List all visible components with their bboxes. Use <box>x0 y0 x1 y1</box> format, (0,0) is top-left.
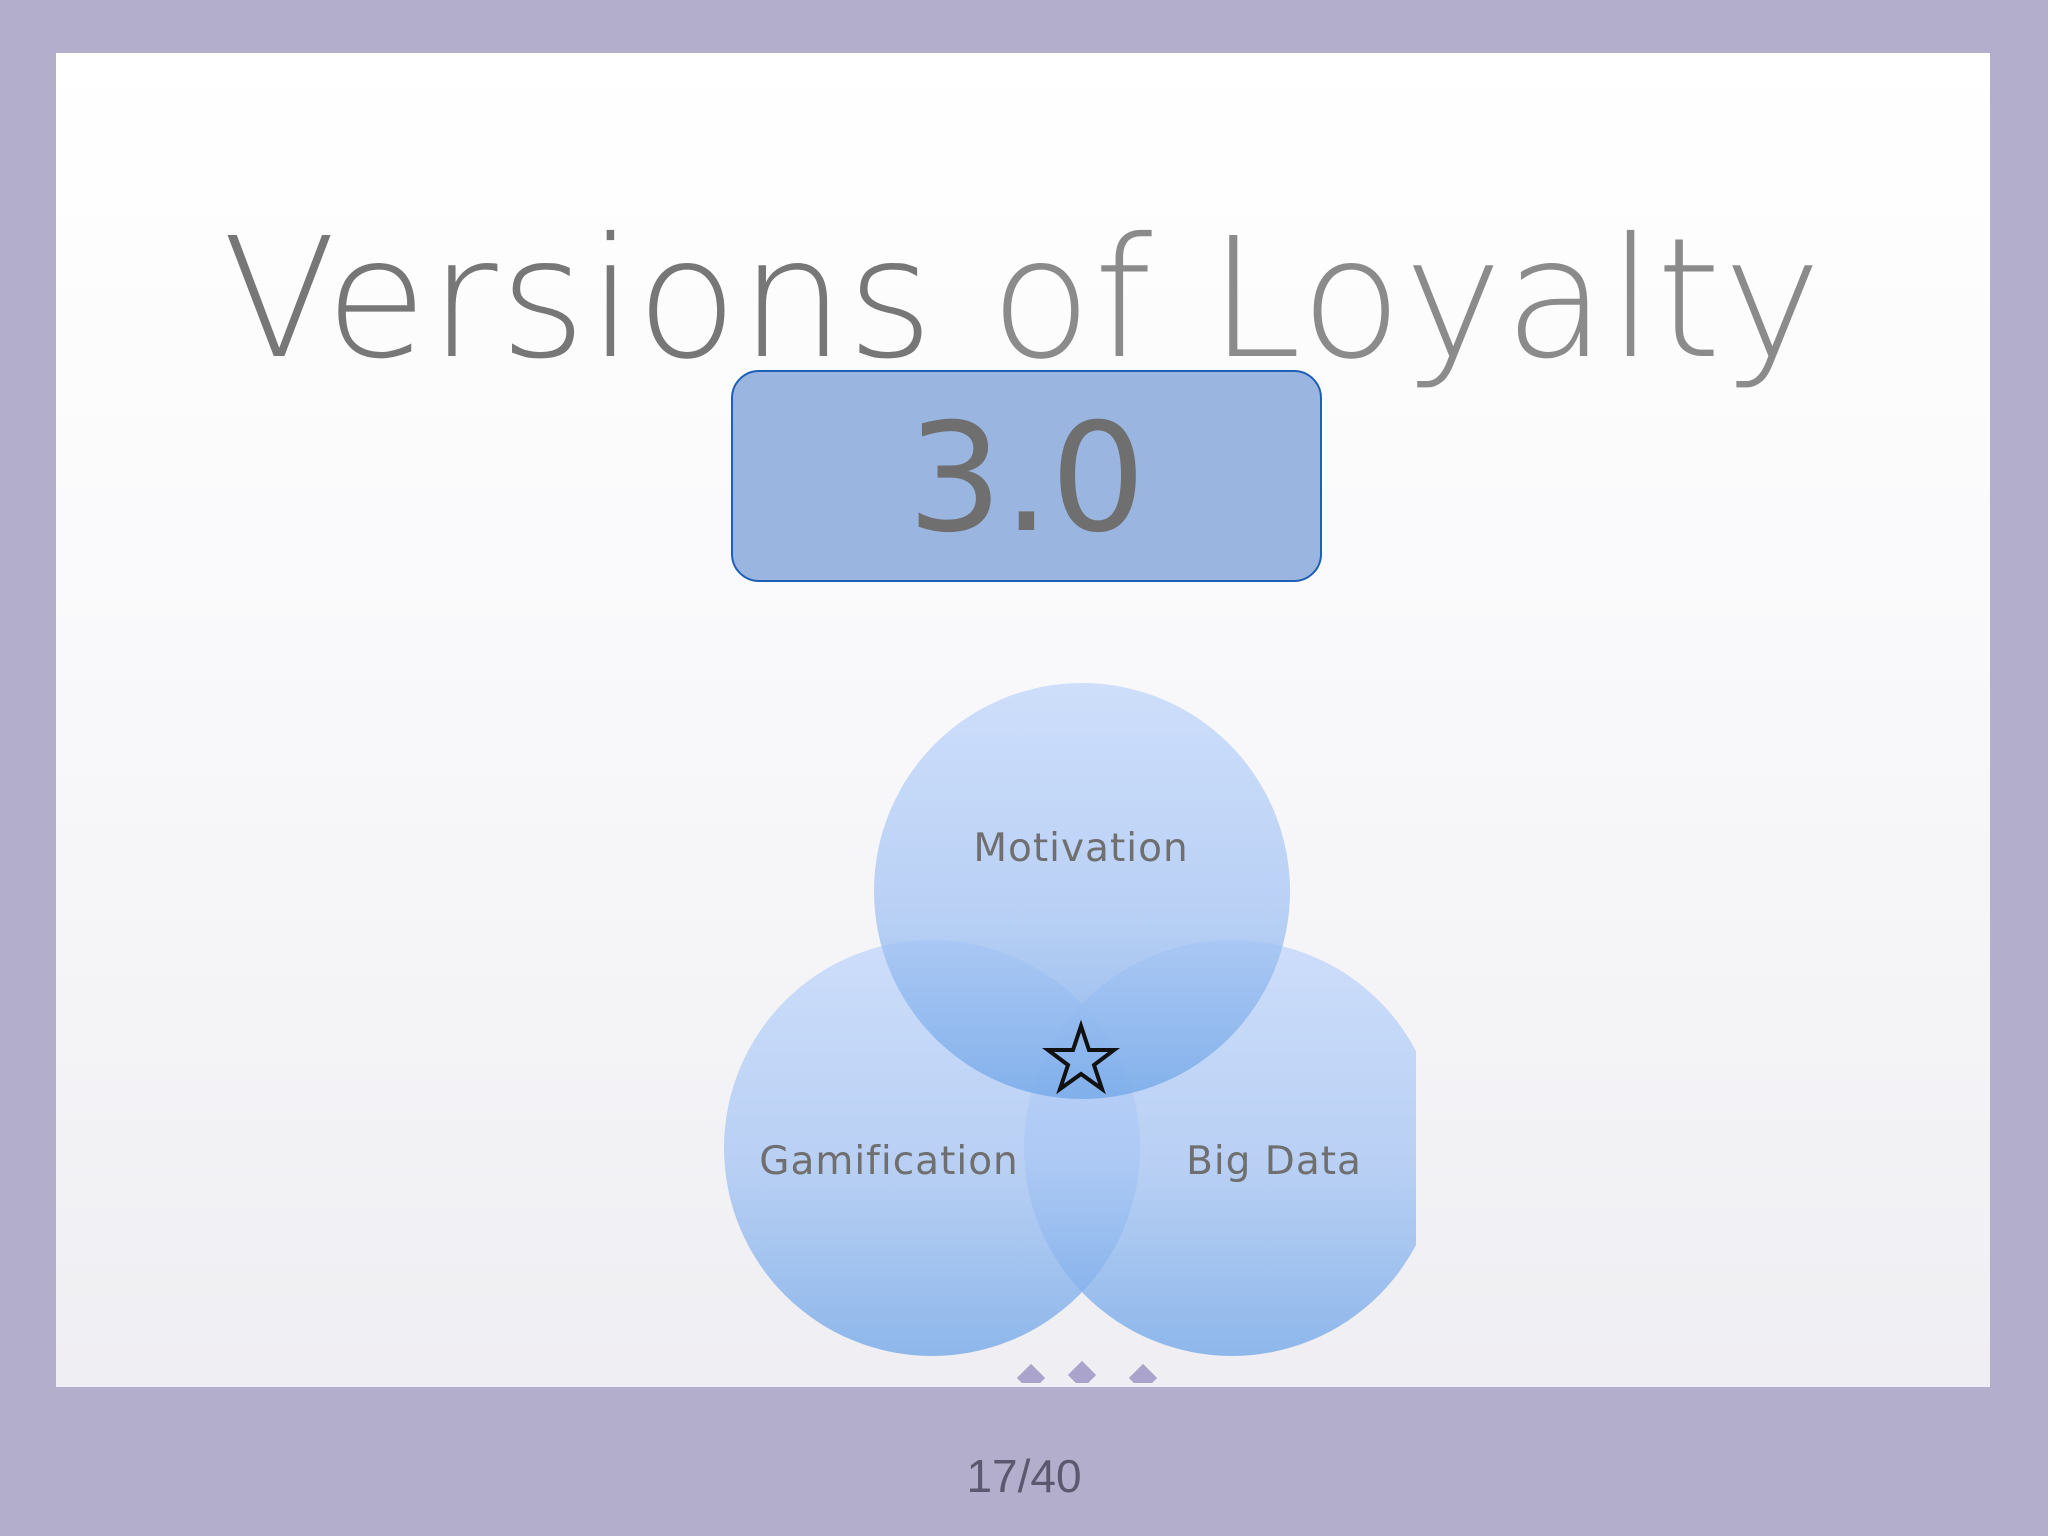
venn-circles <box>724 683 1416 1356</box>
title-part-loyalty: of Loyalty <box>990 203 1824 396</box>
slide: Versions of Loyalty 3.0 <box>56 53 1990 1387</box>
venn-circle-motivation <box>874 683 1290 1099</box>
diamond-icon <box>1067 1360 1097 1383</box>
venn-label-motivation: Motivation <box>973 826 1189 871</box>
venn-diagram: Motivation Gamification Big Data <box>636 623 1416 1383</box>
page-counter: 17/40 <box>966 1450 1082 1502</box>
diamond-icon <box>1128 1363 1158 1383</box>
title-part-versions: Versions <box>222 203 991 396</box>
navigation-diamonds <box>1016 1360 1158 1383</box>
venn-graphic <box>724 683 1416 1383</box>
diamond-icon <box>1016 1363 1046 1383</box>
slide-title: Versions of Loyalty <box>56 205 1990 395</box>
version-box: 3.0 <box>731 370 1322 582</box>
venn-label-gamification: Gamification <box>759 1139 1019 1184</box>
venn-label-big-data: Big Data <box>1186 1139 1362 1184</box>
version-number: 3.0 <box>907 392 1146 566</box>
star-icon <box>1042 1019 1120 1095</box>
